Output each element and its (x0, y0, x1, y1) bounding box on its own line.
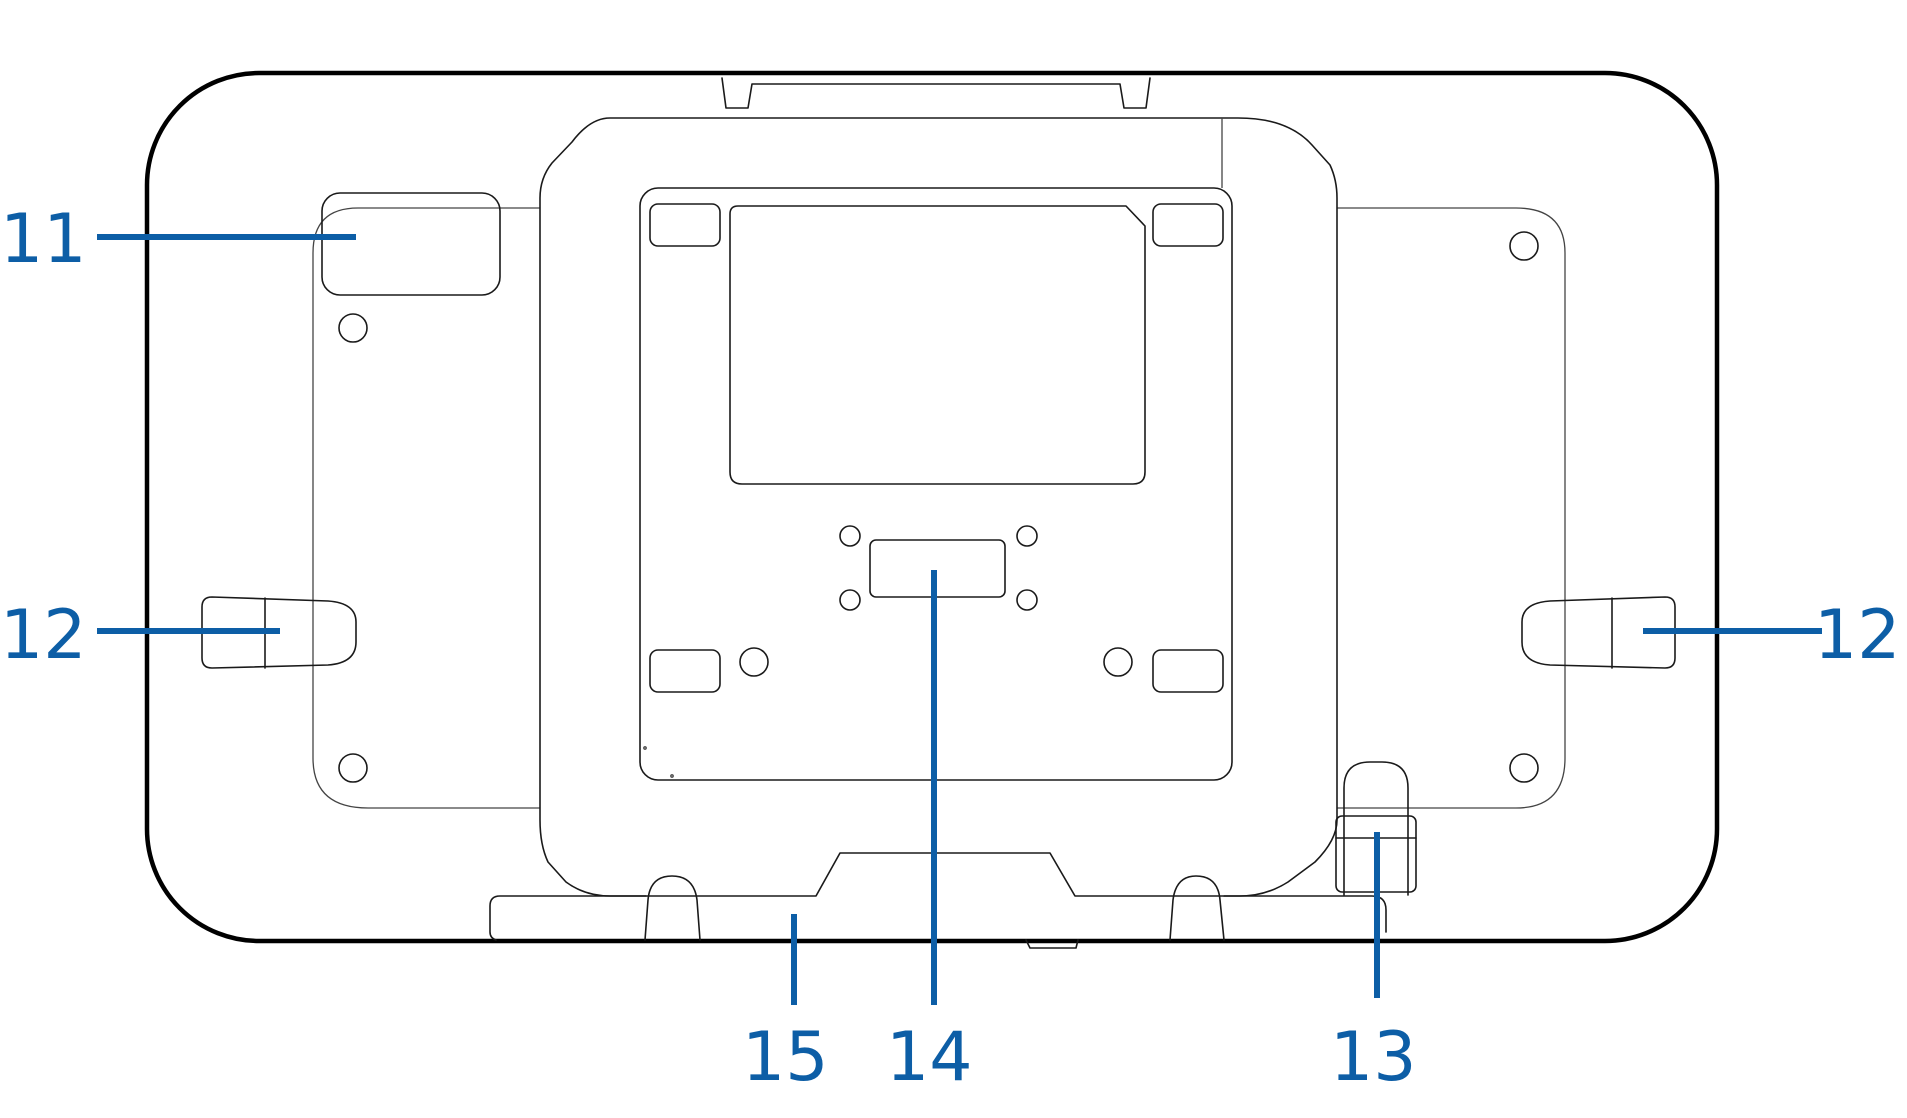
callout-11: 11 (0, 200, 87, 279)
side-hole-bottom-left (338, 753, 368, 783)
connector-hole-3 (839, 589, 861, 611)
plate-slot-bottom-right (1152, 649, 1224, 693)
connector-hole-2 (1016, 525, 1038, 547)
plate-slot-bottom-left (649, 649, 721, 693)
label-recess (729, 205, 1146, 485)
connector-hole-1 (839, 525, 861, 547)
plate-hole-left (739, 647, 769, 677)
mounting-bracket-frame (539, 117, 1338, 897)
part-15-bottom-rail (489, 875, 1387, 949)
callout-14: 14 (886, 1018, 973, 1097)
plate-hole-right (1103, 647, 1133, 677)
left-side-plate (312, 207, 540, 809)
plate-slot-top-left (649, 203, 721, 247)
callout-12-right: 12 (1814, 596, 1901, 675)
part-12-right-latch (1521, 596, 1676, 669)
side-hole-bottom-right (1509, 753, 1539, 783)
callout-15: 15 (742, 1018, 829, 1097)
side-hole-top-right (1509, 231, 1539, 261)
part-11-pad (321, 192, 501, 296)
top-clip-tab (721, 77, 1151, 109)
side-hole-top-left (338, 313, 368, 343)
callout-12-left: 12 (0, 596, 87, 675)
callout-13: 13 (1330, 1018, 1417, 1097)
center-connector (869, 539, 1006, 598)
plate-slot-top-right (1152, 203, 1224, 247)
right-side-plate (1337, 207, 1566, 809)
connector-hole-4 (1016, 589, 1038, 611)
